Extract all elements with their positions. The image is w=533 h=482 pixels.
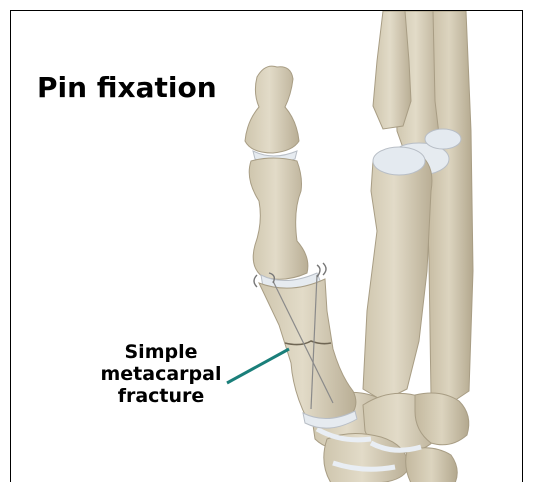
callout-line-2: metacarpal xyxy=(71,363,251,385)
callout-line-1: Simple xyxy=(71,341,251,363)
illustration-frame: Pin fixation Simple metacarpal fracture xyxy=(10,10,523,482)
figure-title: Pin fixation xyxy=(37,71,217,104)
fracture-callout-label: Simple metacarpal fracture xyxy=(71,341,251,407)
callout-line-3: fracture xyxy=(71,385,251,407)
fractured-finger xyxy=(245,66,357,428)
